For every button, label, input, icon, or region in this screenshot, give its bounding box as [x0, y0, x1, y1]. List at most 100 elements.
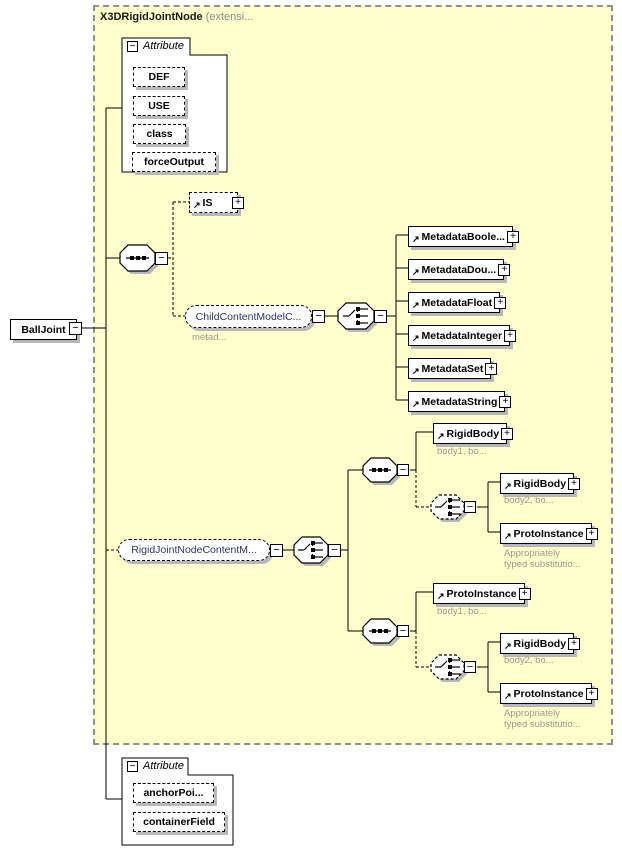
attribute-def[interactable]: DEF [133, 67, 185, 87]
element-metadatadouble[interactable]: ↗ MetadataDou... + [408, 259, 511, 280]
expand-icon: + [497, 297, 504, 308]
collapse-button[interactable]: − [312, 310, 325, 323]
collapse-button[interactable]: − [127, 41, 138, 52]
collapse-icon: − [399, 463, 407, 476]
collapse-icon: − [158, 252, 165, 264]
collapse-icon: − [377, 310, 384, 322]
attribute-forceoutput[interactable]: forceOutput [132, 152, 216, 172]
collapse-icon: − [72, 322, 79, 334]
collapse-button[interactable]: − [397, 625, 409, 637]
element-label: RigidBody [513, 637, 567, 650]
choice-indicator-optional [430, 654, 467, 682]
expand-icon: + [521, 588, 528, 599]
element-annotation: Appropriately typed substitutio... [504, 548, 581, 570]
expand-icon: + [588, 688, 595, 699]
collapse-button[interactable]: − [464, 661, 476, 673]
collapse-icon: − [331, 544, 338, 556]
reference-arrow-icon: ↗ [412, 333, 420, 343]
expand-button[interactable]: + [504, 329, 517, 342]
reference-arrow-icon: ↗ [412, 234, 420, 244]
collapse-icon: − [315, 310, 322, 322]
sequence-indicator [362, 618, 400, 646]
reference-arrow-icon: ↗ [412, 399, 420, 409]
expand-icon: + [571, 478, 577, 489]
element-label: MetadataBoole... [421, 230, 505, 243]
collapse-icon: − [129, 761, 136, 772]
attribute-label: USE [148, 100, 170, 112]
element-label: MetadataDou... [421, 263, 497, 276]
collapse-button[interactable]: − [464, 501, 476, 513]
collapse-button[interactable]: − [397, 464, 409, 476]
element-label: MetadataSet [421, 362, 484, 375]
expand-icon: + [235, 197, 241, 208]
attribute-anchorpoint[interactable]: anchorPoi... [133, 783, 214, 803]
group-rigidjointnodecontent[interactable]: RigidJointNodeContentM... [118, 539, 270, 561]
collapse-icon: − [466, 660, 474, 673]
expand-button[interactable]: + [485, 362, 498, 375]
element-metadatafloat[interactable]: ↗ MetadataFloat + [408, 292, 507, 313]
element-protoinstance[interactable]: ↗ ProtoInstance + [500, 683, 598, 704]
sequence-indicator [119, 244, 158, 274]
expand-icon: + [488, 363, 495, 374]
reference-arrow-icon: ↗ [193, 200, 201, 210]
collapse-button[interactable]: − [69, 322, 82, 335]
collapse-icon: − [466, 500, 474, 513]
choice-icon [435, 658, 460, 676]
expand-button[interactable]: + [568, 477, 581, 490]
choice-indicator-optional [430, 494, 467, 522]
collapse-button[interactable]: − [374, 310, 387, 323]
sequence-icon [369, 629, 391, 633]
element-rigidbody[interactable]: ↗ RigidBody + [433, 423, 514, 444]
element-balljoint[interactable]: BallJoint [10, 319, 77, 340]
expand-button[interactable]: + [518, 587, 531, 600]
expand-icon: + [507, 330, 513, 341]
element-label: ProtoInstance [513, 527, 584, 540]
attribute-containerfield[interactable]: containerField [133, 812, 225, 832]
expand-button[interactable]: + [585, 527, 598, 540]
collapse-button[interactable]: − [127, 761, 138, 772]
element-metadataboolean[interactable]: ↗ MetadataBoole... + [408, 226, 519, 247]
element-label: BallJoint [21, 323, 66, 336]
element-annotation: body1, bo... [437, 446, 487, 457]
expand-button[interactable]: + [506, 230, 519, 243]
element-protoinstance[interactable]: ↗ ProtoInstance + [433, 583, 531, 604]
element-metadatastring[interactable]: ↗ MetadataString + [408, 391, 512, 412]
element-protoinstance[interactable]: ↗ ProtoInstance + [500, 523, 598, 544]
attribute-class[interactable]: class [133, 124, 186, 144]
collapse-icon: − [273, 544, 280, 556]
group-label: RigidJointNodeContentM... [131, 544, 257, 556]
element-metadataset[interactable]: ↗ MetadataSet + [408, 358, 498, 379]
element-metadatainteger[interactable]: ↗ MetadataInteger + [408, 325, 517, 346]
reference-arrow-icon: ↗ [504, 691, 512, 701]
expand-button[interactable]: + [232, 196, 244, 209]
sequence-icon [369, 468, 391, 472]
attribute-folder-title: Attribute [143, 760, 184, 772]
expand-button[interactable]: + [494, 296, 507, 309]
element-label: ProtoInstance [513, 687, 584, 700]
expand-button[interactable]: + [568, 637, 581, 650]
expand-button[interactable]: + [501, 427, 514, 440]
expand-icon: + [504, 428, 510, 439]
expand-button[interactable]: + [499, 395, 512, 408]
element-rigidbody[interactable]: ↗ RigidBody + [500, 473, 581, 494]
collapse-button[interactable]: − [328, 544, 341, 557]
expand-icon: + [501, 264, 508, 275]
attribute-label: DEF [148, 71, 170, 83]
container-title-name: X3DRigidJointNode [100, 11, 203, 23]
reference-arrow-icon: ↗ [504, 531, 512, 541]
element-is[interactable]: ↗ IS + [189, 192, 244, 213]
expand-icon: + [502, 396, 509, 407]
element-rigidbody[interactable]: ↗ RigidBody + [500, 633, 581, 654]
group-childcontentmodel[interactable]: ChildContentModelC... [185, 305, 312, 328]
collapse-button[interactable]: − [155, 252, 168, 265]
element-label: MetadataInteger [421, 329, 503, 342]
attribute-use[interactable]: USE [133, 96, 185, 116]
expand-icon: + [510, 231, 516, 242]
expand-button[interactable]: + [585, 687, 598, 700]
connector-lines [82, 107, 500, 800]
expand-button[interactable]: + [498, 263, 511, 276]
attribute-label: class [146, 128, 173, 140]
reference-arrow-icon: ↗ [437, 591, 445, 601]
collapse-button[interactable]: − [270, 544, 283, 557]
